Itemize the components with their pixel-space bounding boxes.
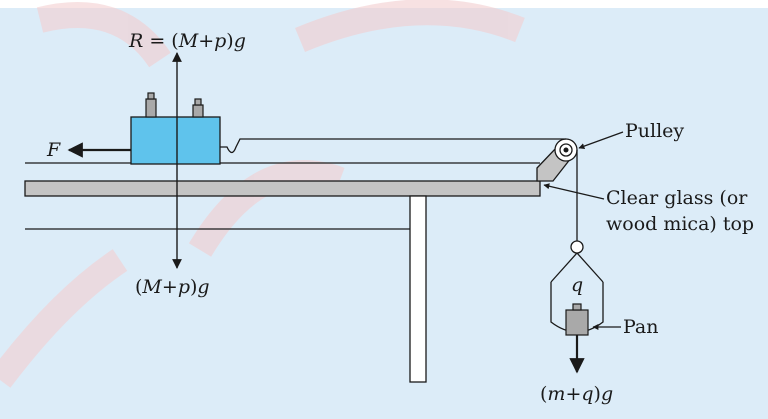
pan-hook <box>570 240 584 254</box>
pan-strings <box>550 252 604 283</box>
pulley-axle <box>563 147 569 153</box>
top-leader <box>543 183 605 200</box>
block-weight-label: (M+p)g <box>135 276 210 298</box>
pan-weight-label: (m+q)g <box>540 383 613 405</box>
pan-mass-label: q <box>571 274 583 296</box>
pulley-wheel-inner <box>559 143 573 157</box>
reaction-label: R = (M+p)g <box>128 30 246 52</box>
pulley-leader <box>578 131 624 149</box>
background-panel <box>0 8 768 419</box>
glass-top <box>24 180 541 197</box>
table-leg <box>409 195 427 383</box>
block-weight-1 <box>145 92 157 118</box>
force-label: F <box>46 139 61 161</box>
top-label-line2: wood mica) top <box>606 213 754 235</box>
wooden-block <box>130 116 221 165</box>
pan-label: Pan <box>623 316 659 338</box>
pulley-label: Pulley <box>625 120 684 142</box>
string <box>220 138 566 154</box>
block-weight-2 <box>192 98 204 118</box>
top-label-line1: Clear glass (or <box>606 187 748 209</box>
